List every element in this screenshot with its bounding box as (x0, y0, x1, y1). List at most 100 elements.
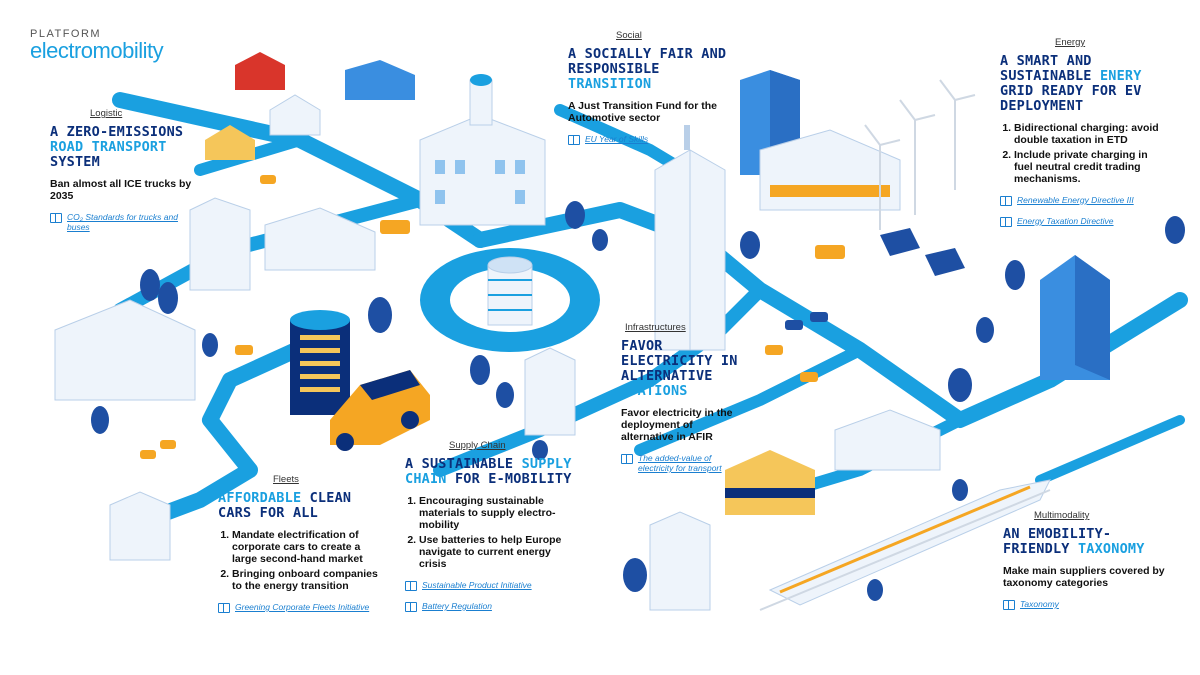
book-icon (50, 213, 62, 223)
title-text: FOR E-MOBILITY (446, 471, 572, 487)
reference-link[interactable]: Sustainable Product Initiative (405, 580, 575, 591)
panel-body: Favor electricity in the deployment of a… (621, 407, 733, 443)
book-icon (405, 581, 417, 591)
title-highlight: SUPPLY CHAIN (405, 456, 572, 487)
road (112, 322, 348, 538)
panel-title: A ZERO-EMISSIONS ROAD TRANSPORT SYSTEM (50, 125, 200, 170)
title-highlight: ROAD TRANSPORT (50, 139, 167, 155)
wind-turbines (864, 79, 976, 230)
skyscraper (654, 125, 726, 351)
title-highlight: TAXONOMY (1077, 541, 1145, 557)
list-item: Mandate electrification of corporate car… (232, 529, 383, 565)
yellow-building (725, 450, 815, 515)
reference-link[interactable]: CO₂ Standards for trucks and buses (50, 212, 200, 232)
bottom-left-building (109, 491, 171, 561)
solar-panels (880, 228, 965, 276)
reference-link[interactable]: Greening Corporate Fleets Initiative (218, 602, 383, 613)
battery-silo (290, 310, 350, 415)
panel-social: Social A SOCIALLY FAIR AND RESPONSIBLE T… (568, 30, 728, 145)
book-icon (568, 135, 580, 145)
title-highlight: STATIONS (621, 383, 688, 399)
book-icon (621, 454, 633, 464)
panel-title: A SOCIALLY FAIR AND RESPONSIBLE TRANSITI… (568, 47, 728, 92)
panel-body: A Just Transition Fund for the Automotiv… (568, 100, 717, 124)
office-building (189, 197, 251, 291)
list-item: Bidirectional charging: avoid double tax… (1014, 122, 1160, 146)
trees (91, 201, 1185, 601)
panel-logistic: Logistic A ZERO-EMISSIONS ROAD TRANSPORT… (50, 108, 200, 232)
reference-link[interactable]: Battery Regulation (405, 601, 575, 612)
list-item: Bringing onboard companies to the energy… (232, 568, 383, 592)
title-text: A ZERO-EMISSIONS (50, 124, 184, 140)
panel-title: FAVOR ELECTRICITY IN ALTERNATIVE STATION… (621, 339, 746, 399)
logo-name-text: electromobility (30, 38, 164, 63)
title-text: A SMART AND SUSTAINABLE (1000, 53, 1100, 84)
panel-list: Mandate electrification of corporate car… (218, 529, 383, 592)
title-highlight: TRANSITION (568, 76, 652, 92)
list-item: Use batteries to help Europe navigate to… (419, 534, 575, 570)
reference-link[interactable]: The added-value of electricity for trans… (621, 453, 746, 473)
panel-title: AN EMOBILITY-FRIENDLY TAXONOMY (1003, 527, 1168, 557)
title-highlight: ENERY (1099, 68, 1142, 84)
book-icon (405, 602, 417, 612)
category-label: Fleets (273, 474, 299, 485)
title-text: AN EMOBILITY-FRIENDLY (1003, 526, 1112, 557)
category-label: Social (616, 30, 642, 41)
title-highlight: AFFORDABLE (218, 490, 302, 506)
glass-tower (1040, 255, 1110, 380)
reference-link[interactable]: Renewable Energy Directive III (1000, 195, 1160, 206)
panel-title: A SMART AND SUSTAINABLE ENERY GRID READY… (1000, 54, 1160, 114)
warehouse (54, 299, 196, 401)
category-label: Supply Chain (449, 440, 506, 451)
electric-car (330, 370, 430, 451)
high-speed-train (759, 479, 1051, 611)
charging-parking (765, 312, 828, 382)
panel-infrastructures: Infrastructures FAVOR ELECTRICITY IN ALT… (621, 322, 746, 473)
road (472, 202, 1188, 428)
road (1035, 415, 1185, 485)
panel-list: Encouraging sustainable materials to sup… (405, 495, 575, 570)
houses (205, 52, 415, 160)
panel-title: A SUSTAINABLE SUPPLY CHAIN FOR E-MOBILIT… (405, 457, 575, 487)
title-text: A SOCIALLY FAIR AND RESPONSIBLE (568, 46, 727, 77)
panel-body: Ban almost all ICE trucks by 2035 (50, 178, 192, 202)
panel-list: Bidirectional charging: avoid double tax… (1000, 122, 1160, 185)
list-item: Encouraging sustainable materials to sup… (419, 495, 575, 531)
panel-supply-chain: Supply Chain A SUSTAINABLE SUPPLY CHAIN … (405, 440, 575, 612)
platform-electromobility-logo: PLATFORM electromobility (30, 28, 164, 64)
road (433, 283, 767, 477)
category-label: Infrastructures (625, 322, 686, 333)
title-text: A SUSTAINABLE (405, 456, 522, 472)
book-icon (1000, 196, 1012, 206)
title-text: CLEAN CARS FOR ALL (218, 490, 352, 521)
station-building (759, 129, 901, 211)
central-tower (487, 256, 533, 326)
reference-link[interactable]: Taxonomy (1003, 599, 1168, 610)
station-hall (834, 409, 941, 471)
book-icon (218, 603, 230, 613)
panel-body: Make main suppliers covered by taxonomy … (1003, 565, 1165, 589)
panel-energy: Energy A SMART AND SUSTAINABLE ENERY GRI… (1000, 37, 1160, 227)
reference-link[interactable]: Energy Taxation Directive (1000, 216, 1160, 227)
cars (140, 175, 845, 459)
category-label: Logistic (90, 108, 123, 119)
panel-fleets: Fleets AFFORDABLE CLEAN CARS FOR ALL Man… (218, 474, 383, 613)
road (634, 344, 866, 456)
university-building (419, 74, 546, 226)
category-label: Energy (1055, 37, 1086, 48)
title-text: SYSTEM (50, 154, 100, 170)
panel-multimodality: Multimodality AN EMOBILITY-FRIENDLY TAXO… (1003, 510, 1168, 610)
list-item: Include private charging in fuel neutral… (1014, 149, 1160, 185)
book-icon (1000, 217, 1012, 227)
apartment-building (524, 347, 576, 436)
category-label: Multimodality (1034, 510, 1090, 521)
reference-link[interactable]: EU Year of Skills (568, 134, 728, 145)
panel-title: AFFORDABLE CLEAN CARS FOR ALL (218, 491, 383, 521)
logo-platform-text: PLATFORM (30, 28, 102, 40)
low-buildings (264, 207, 376, 271)
title-text: FAVOR ELECTRICITY IN ALTERNATIVE (621, 338, 738, 384)
book-icon (1003, 600, 1015, 610)
bottom-building (649, 511, 711, 611)
title-text: GRID READY FOR EV DEPLOYMENT (1000, 83, 1142, 114)
